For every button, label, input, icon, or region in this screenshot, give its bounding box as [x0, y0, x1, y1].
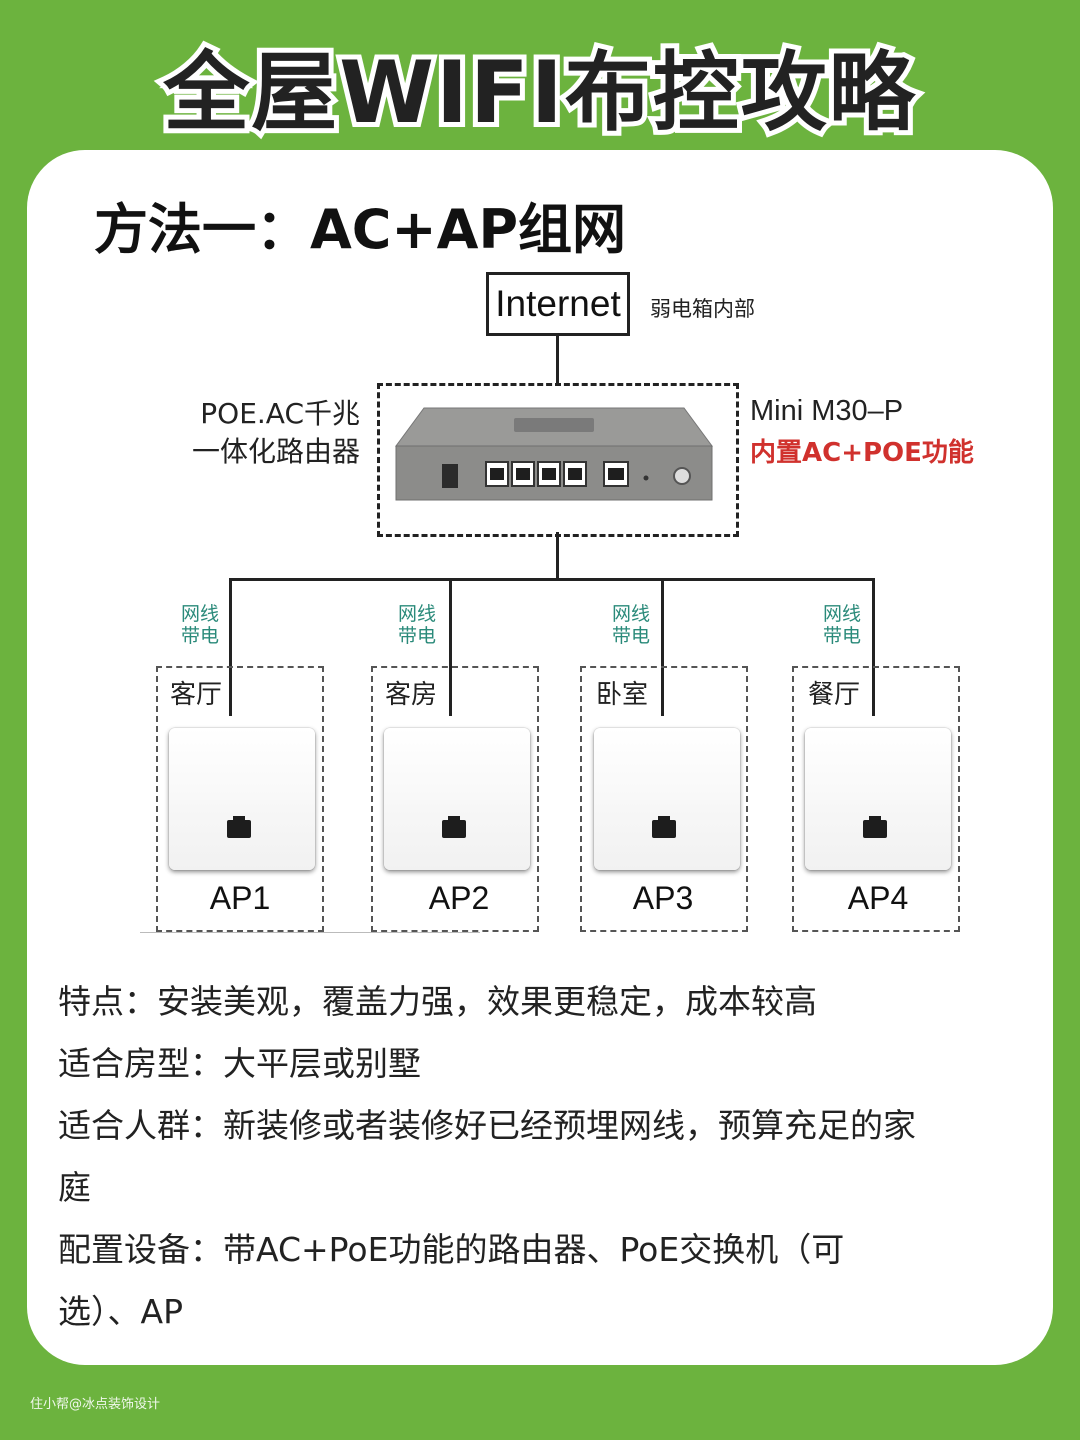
router-feature: 内置AC+POE功能 [750, 438, 974, 468]
distribution-bus [229, 578, 875, 581]
ap-frame-1 [156, 666, 324, 932]
router-description: POE.AC千兆 一体化路由器 [192, 395, 360, 471]
room-label-1: 客厅 [170, 680, 223, 710]
drop-line-ap2 [449, 578, 452, 716]
wire-label-ap4: 网线 带电 [823, 603, 861, 647]
divider [140, 932, 480, 933]
ap-label-1: AP1 [209, 880, 271, 916]
wire-label-line-2: 带电 [823, 625, 862, 647]
connector-internet-router [556, 333, 559, 385]
wire-label-ap2: 网线 带电 [398, 603, 436, 647]
router-label-line-2: 一体化路由器 [191, 435, 360, 468]
ap-label-4: AP4 [847, 880, 909, 916]
ap-device-3 [594, 728, 740, 870]
page-title: 全屋WIFI布控攻略 [158, 38, 920, 148]
internet-node: Internet [486, 272, 630, 336]
audience-text-line-2: 庭 [58, 1168, 91, 1207]
router-label-line-1: POE.AC千兆 [200, 397, 360, 430]
ethernet-port-icon [863, 816, 887, 838]
wire-label-line-1: 网线 [612, 603, 651, 625]
connector-router-bus [556, 532, 559, 580]
router-device [395, 407, 713, 501]
wire-label-line-2: 带电 [612, 625, 651, 647]
ethernet-port-icon [227, 816, 251, 838]
internet-note: 弱电箱内部 [650, 297, 755, 321]
room-label-3: 卧室 [596, 680, 649, 710]
ap-frame-4 [792, 666, 960, 932]
ethernet-port-icon [652, 816, 676, 838]
wire-label-line-1: 网线 [181, 603, 220, 625]
drop-line-ap4 [872, 578, 875, 716]
room-label-4: 餐厅 [808, 680, 861, 710]
router-model: Mini M30–P [750, 395, 904, 427]
ap-device-4 [805, 728, 951, 870]
ap-label-3: AP3 [632, 880, 694, 916]
ap-device-2 [384, 728, 530, 870]
feature-text: 特点：安装美观，覆盖力强，效果更稳定，成本较高 [58, 982, 817, 1021]
equipment-text-line-2: 选）、AP [58, 1292, 183, 1331]
wire-label-ap1: 网线 带电 [181, 603, 219, 647]
ap-label-2: AP2 [428, 880, 490, 916]
wire-label-line-1: 网线 [398, 603, 437, 625]
audience-text-line-1: 适合人群：新装修或者装修好已经预埋网线，预算充足的家 [58, 1106, 916, 1145]
ethernet-port-icon [442, 816, 466, 838]
equipment-text-line-1: 配置设备：带AC+PoE功能的路由器、PoE交换机（可 [58, 1230, 845, 1269]
house-type-text: 适合房型：大平层或别墅 [58, 1044, 421, 1083]
wire-label-ap3: 网线 带电 [612, 603, 650, 647]
wire-label-line-1: 网线 [823, 603, 862, 625]
ap-device-1 [169, 728, 315, 870]
drop-line-ap1 [229, 578, 232, 716]
room-label-2: 客房 [385, 680, 438, 710]
watermark: 住小帮@冰点装饰设计 [30, 1397, 161, 1412]
ap-frame-3 [580, 666, 748, 932]
wire-label-line-2: 带电 [181, 625, 220, 647]
wire-label-line-2: 带电 [398, 625, 437, 647]
section-title: 方法一：AC+AP组网 [94, 198, 627, 261]
ap-frame-2 [371, 666, 539, 932]
drop-line-ap3 [661, 578, 664, 716]
